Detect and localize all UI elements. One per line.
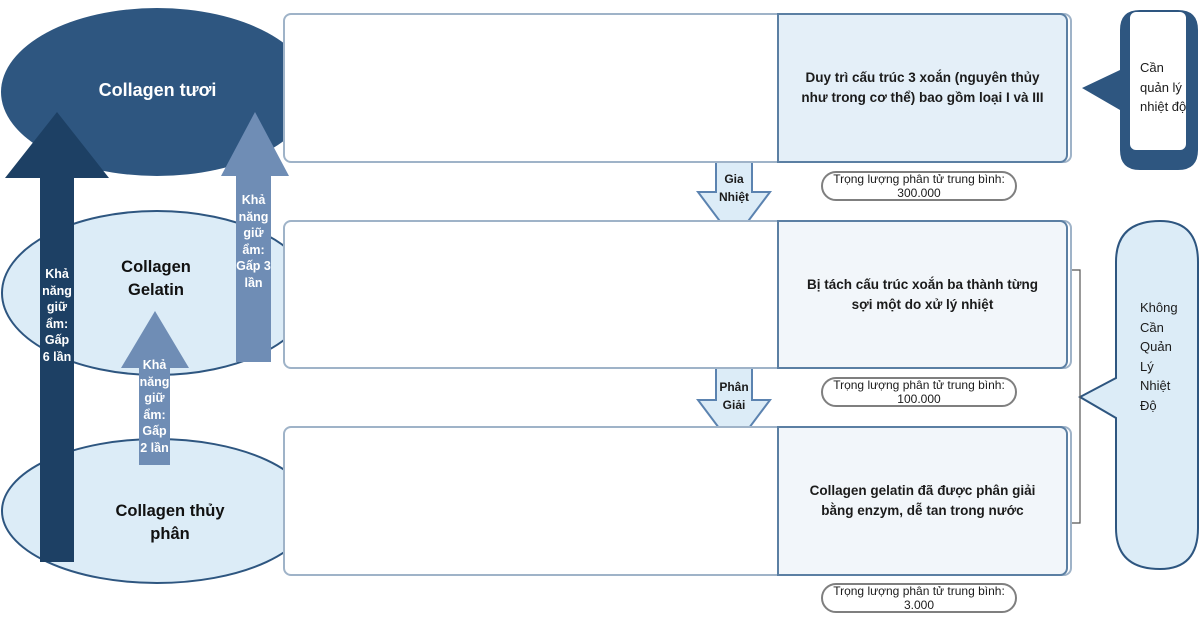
moisture-text-2x: Khả năng giữ ẩm: Gấp 2 lần <box>139 358 170 455</box>
stage-label-hydrolyzed: Collagen thủy phân <box>115 502 225 544</box>
description-gelatin-text: Bị tách cấu trúc xoắn ba thành từng sợi … <box>806 276 1039 312</box>
moisture-text-3x: Khả năng giữ ẩm: Gấp 3 lần <box>236 193 271 290</box>
stage-label-fresh: Collagen tươi <box>98 80 217 100</box>
description-hydrolyzed-text: Collagen gelatin đã được phân giải bằng … <box>809 483 1036 518</box>
moisture-arrow-6x <box>5 112 109 562</box>
weight-gelatin-text: Trọng lượng phân tử trung bình: 100.000 <box>833 377 1005 406</box>
callout-text-background <box>1130 12 1186 150</box>
moisture-arrow-2x <box>121 311 189 465</box>
decompose-label: Phân Giải <box>717 378 751 414</box>
weight-gelatin: Trọng lượng phân tử trung bình: 100.000 <box>821 377 1017 407</box>
weight-hydrolyzed-text: Trọng lượng phân tử trung bình: 3.000 <box>833 583 1005 612</box>
description-hydrolyzed: Collagen gelatin đã được phân giải bằng … <box>777 426 1068 576</box>
heating-label: Gia Nhiệt <box>717 170 751 206</box>
weight-fresh-text: Trọng lượng phân tử trung bình: 300.000 <box>833 171 1005 200</box>
moisture-text-6x: Khả năng giữ ẩm: Gấp 6 lần <box>42 267 72 364</box>
callout-not-required-text: Không Cần Quản Lý Nhiệt Độ <box>1140 300 1178 413</box>
description-gelatin: Bị tách cấu trúc xoắn ba thành từng sợi … <box>777 220 1068 369</box>
description-fresh: Duy trì cấu trúc 3 xoắn (nguyên thủy như… <box>777 13 1068 163</box>
bracket-connector <box>1068 269 1081 524</box>
callout-temperature-not-required <box>1077 219 1199 571</box>
weight-hydrolyzed: Trọng lượng phân tử trung bình: 3.000 <box>821 583 1017 613</box>
callout-required-text: Cần quản lý nhiệt độ <box>1140 60 1187 114</box>
stage-label-gelatin: Collagen Gelatin <box>121 258 191 300</box>
ellipse-fresh <box>1 8 313 176</box>
description-fresh-text: Duy trì cấu trúc 3 xoắn (nguyên thủy như… <box>801 70 1044 105</box>
moisture-arrow-3x <box>221 112 289 362</box>
weight-fresh: Trọng lượng phân tử trung bình: 300.000 <box>821 171 1017 201</box>
